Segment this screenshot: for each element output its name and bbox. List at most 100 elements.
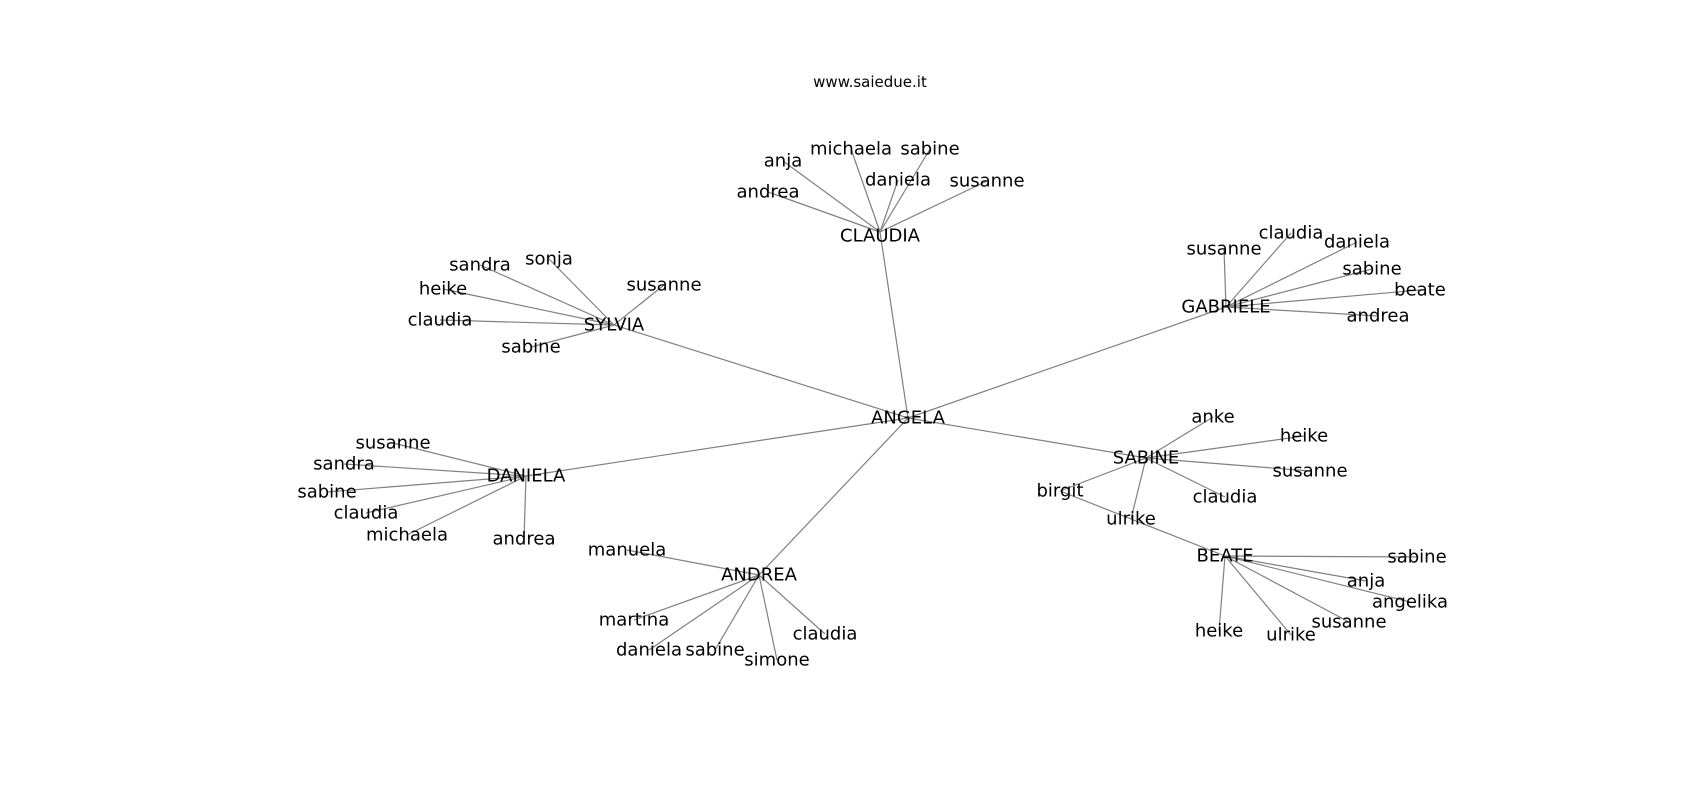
edge-claudia-susanne: [879, 180, 988, 233]
edge-sabine-claudia: [1145, 457, 1226, 498]
node-label-daniela-michaela: michaela: [366, 525, 448, 546]
node-label-andrea-sabine: sabine: [685, 640, 744, 661]
edge-andrea-simone: [758, 574, 778, 661]
node-label-claudia: CLAUDIA: [840, 226, 921, 247]
edge-andrea-manuela: [626, 549, 760, 576]
edge-gabriele-claudia: [1225, 232, 1292, 308]
node-label-andrea: ANDREA: [721, 565, 798, 586]
node-label-daniela-sandra: sandra: [313, 454, 375, 475]
edge-gabriele-sabine: [1225, 268, 1373, 308]
node-label-gabriele-andrea: andrea: [1347, 306, 1410, 327]
node-label-sylvia-sabine: sabine: [501, 337, 560, 358]
edge-daniela-claudia: [365, 475, 527, 514]
node-label-sylvia-heike: heike: [419, 279, 467, 300]
edge-claudia-michaela: [850, 148, 881, 233]
node-label-gabriele-beate: beate: [1394, 280, 1446, 301]
node-label-daniela-claudia: claudia: [334, 503, 399, 524]
node-label-gabriele-sabine: sabine: [1342, 259, 1401, 280]
node-label-daniela-andrea: andrea: [493, 529, 556, 550]
edge-beate-angelika: [1224, 555, 1411, 603]
node-label-sabine-birgit: birgit: [1037, 481, 1084, 502]
edge-sabine-susanne: [1145, 457, 1311, 472]
edge-daniela-andrea: [523, 475, 527, 540]
node-label-sabine-heike: heike: [1280, 426, 1328, 447]
edge-sylvia-sonja: [548, 258, 615, 326]
node-label-sabine-anke: anke: [1191, 407, 1234, 428]
edge-claudia-sabine: [879, 148, 931, 233]
node-label-daniela: DANIELA: [487, 466, 566, 487]
edge-gabriele-beate: [1225, 289, 1421, 308]
edge-beate-anja: [1224, 555, 1367, 582]
node-label-andrea-manuela: manuela: [588, 540, 667, 561]
edge-angela-sabine: [907, 417, 1147, 459]
node-label-sabine-claudia: claudia: [1193, 487, 1258, 508]
edge-angela-daniela: [525, 417, 909, 477]
edge-beate-susanne: [1224, 555, 1350, 623]
edge-andrea-claudia: [758, 574, 826, 635]
node-label-sylvia-susanne: susanne: [626, 275, 701, 296]
node-label-beate-susanne: susanne: [1311, 612, 1386, 633]
edge-sylvia-sandra: [479, 264, 615, 326]
node-label-sabine: SABINE: [1113, 448, 1180, 469]
node-label-sabine-susanne: susanne: [1272, 461, 1347, 482]
edge-sabine-anke: [1145, 416, 1214, 459]
edge-sylvia-sabine: [530, 324, 615, 348]
edge-claudia-daniela: [879, 179, 899, 233]
edge-angela-gabriele: [907, 306, 1227, 419]
node-label-claudia-susanne: susanne: [949, 171, 1024, 192]
edge-gabriele-susanne: [1223, 248, 1227, 308]
node-label-sylvia: SYLVIA: [584, 315, 645, 336]
node-label-andrea-martina: martina: [599, 610, 669, 631]
node-label-claudia-sabine: sabine: [900, 139, 959, 160]
node-label-gabriele-daniela: daniela: [1324, 232, 1390, 253]
node-label-sylvia-sandra: sandra: [449, 255, 511, 276]
edge-daniela-susanne: [392, 442, 527, 477]
node-label-beate-heike: heike: [1195, 621, 1243, 642]
edge-sabine-ulrike: [1130, 457, 1147, 520]
edge-sabine-birgit: [1059, 457, 1147, 492]
edge-gabriele-andrea: [1225, 306, 1379, 317]
node-label-daniela-susanne: susanne: [355, 433, 430, 454]
edge-claudia-anja: [782, 160, 881, 233]
node-label-sylvia-claudia: claudia: [408, 310, 473, 331]
node-label-claudia-andrea: andrea: [737, 182, 800, 203]
edge-sabine-heike: [1145, 435, 1305, 459]
edge-sylvia-claudia: [439, 319, 615, 326]
node-label-claudia-anja: anja: [764, 151, 802, 172]
edge-beate-heike: [1218, 555, 1226, 632]
node-label-andrea-simone: simone: [744, 650, 809, 671]
edge-angela-sylvia: [613, 324, 909, 419]
node-label-beate-sabine: sabine: [1387, 547, 1446, 568]
node-label-daniela-sabine: sabine: [297, 482, 356, 503]
node-label-sabine-ulrike: ulrike: [1106, 509, 1156, 530]
node-label-beate: BEATE: [1196, 546, 1253, 567]
node-label-claudia-daniela: daniela: [865, 170, 931, 191]
edge-daniela-sandra: [343, 463, 527, 477]
node-label-beate-ulrike: ulrike: [1266, 625, 1316, 646]
edge-claudia-andrea: [767, 191, 881, 233]
node-label-sylvia-sonja: sonja: [525, 249, 573, 270]
edge-beate-sabine: [1224, 555, 1418, 558]
edge-daniela-michaela: [406, 475, 527, 536]
node-label-andrea-daniela: daniela: [616, 640, 682, 661]
edge-sylvia-susanne: [613, 284, 665, 326]
edge-angela-andrea: [758, 417, 909, 576]
node-label-beate-angelika: angelika: [1372, 592, 1448, 613]
edge-andrea-martina: [633, 574, 760, 621]
edge-andrea-sabine: [714, 574, 760, 651]
node-label-claudia-michaela: michaela: [810, 139, 892, 160]
edge-beate-ulrike: [1224, 555, 1292, 636]
node-label-angela: ANGELA: [871, 408, 946, 429]
edges-layer: [326, 148, 1421, 661]
node-label-andrea-claudia: claudia: [793, 624, 858, 645]
node-label-gabriele: GABRIELE: [1181, 297, 1270, 318]
node-label-gabriele-susanne: susanne: [1186, 239, 1261, 260]
edge-gabriele-daniela: [1225, 241, 1358, 308]
node-label-beate-anja: anja: [1347, 571, 1385, 592]
edge-daniela-sabine: [326, 475, 527, 493]
diagram-title: www.saiedue.it: [813, 73, 927, 91]
edge-birgit-beate: [1059, 490, 1226, 557]
node-label-gabriele-claudia: claudia: [1259, 223, 1324, 244]
